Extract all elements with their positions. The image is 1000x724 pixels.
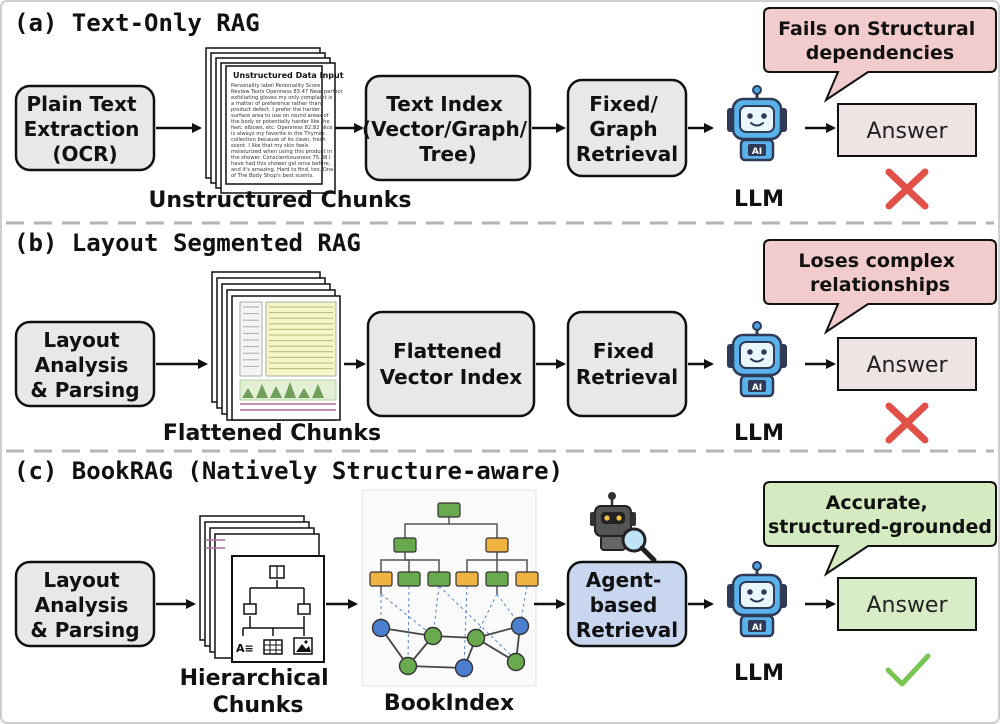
flattened-document-stack [211, 271, 341, 421]
document-text-line: and it's amazing. Hard to find, too. One [231, 167, 333, 173]
document-text-line: a matter of preference rather than [231, 101, 321, 107]
tree-node [397, 571, 421, 587]
flattened-vector-index-label: Flattened Vector Index [380, 339, 522, 389]
flattened-chunks-label: Flattened Chunks [163, 421, 381, 446]
svg-text:AI: AI [752, 623, 762, 633]
failure-speech-bubble [763, 7, 997, 103]
graph-node [423, 626, 443, 646]
document-title: Unstructured Data Input [233, 71, 344, 80]
graph-node [398, 656, 418, 676]
cross-icon [885, 168, 929, 210]
document-text-lines: Personality label Personality ScoreRevie… [231, 83, 342, 179]
document-text-line: product defect. I prefer the harder [231, 107, 321, 113]
hierarchical-document-stack: A≡ [199, 515, 325, 663]
svg-text:AI: AI [752, 147, 762, 157]
document-text-line: scent. I like that my skin feels [231, 143, 309, 149]
document-text-line: have had this shower gel once before, [231, 161, 331, 167]
section-c-title: (c) BookRAG (Natively Structure-aware) [14, 457, 563, 485]
document-text-line: exfoliating gloves my only complaint is [231, 95, 333, 101]
section-b: (b) Layout Segmented RAG Layout Analysis… [14, 229, 997, 446]
tree-node [515, 571, 539, 587]
document-text-line: moisturized when using this product in [231, 149, 332, 155]
graph-node [506, 652, 526, 672]
text-extraction-box [14, 84, 156, 172]
graph-node [510, 616, 530, 636]
tree-node [437, 502, 461, 518]
document-text-line: the body or potentially harder like the [231, 119, 330, 125]
tree-node [427, 571, 451, 587]
graph-node [466, 628, 486, 648]
success-speech-bubble [763, 481, 997, 577]
llm-robot-icon: AI [725, 320, 789, 398]
hierarchical-chunks-label: Hierarchical Chunks [180, 666, 337, 718]
agent-based-retrieval-label: Agent- based Retrieval [576, 568, 678, 642]
llm-robot-icon: AI [725, 84, 789, 162]
hierarchy-tree-icon: A≡ [236, 565, 313, 655]
answer-box [837, 337, 977, 391]
llm-label: LLM [734, 187, 784, 212]
tree-node [369, 571, 393, 587]
section-a: (a) Text-Only RAG Plain Text Extraction … [14, 7, 997, 213]
document-text-line: Review Texts Openness 83.47 Near perfect [231, 89, 342, 95]
answer-label: Answer [866, 353, 948, 378]
answer-label: Answer [866, 119, 948, 144]
section-a-title: (a) Text-Only RAG [14, 9, 260, 37]
layout-analysis-box-b [14, 320, 156, 408]
tree-node [455, 571, 479, 587]
fixed-retrieval-label: Fixed Retrieval [576, 339, 678, 389]
llm-label: LLM [734, 421, 784, 446]
document-text-line: of The Body Shop's best scents. [231, 173, 314, 179]
agent-robot-icon [590, 492, 636, 551]
layout-analysis-label-b: Layout Analysis & Parsing [30, 328, 139, 402]
success-bubble-text: Accurate, structured-grounded [768, 492, 992, 538]
layout-analysis-box-c [14, 560, 156, 648]
book-index-graph [361, 489, 539, 687]
answer-box-success [837, 577, 977, 631]
unstructured-document-stack: Unstructured Data Input Personality labe… [205, 47, 344, 194]
check-icon [885, 653, 931, 687]
fixed-graph-retrieval-label: Fixed/ Graph Retrieval [576, 92, 678, 166]
svg-text:A≡: A≡ [236, 642, 254, 655]
answer-label: Answer [866, 593, 948, 618]
text-index-box [364, 74, 532, 182]
failure-bubble-text: Fails on Structural dependencies [778, 18, 982, 64]
document-text-line: the shower. Conscientiousness 75.38 I [231, 155, 331, 161]
graph-node [454, 658, 474, 678]
document-text-line: is always my favorite in the Thymes [231, 131, 325, 137]
llm-robot-icon: AI [725, 560, 789, 638]
document-text-line: collection because of its clean, fresh [231, 137, 326, 143]
tree-node [393, 537, 417, 553]
book-index-label: BookIndex [384, 691, 514, 716]
document-text-line: surface area to use on round areas of [231, 113, 329, 119]
document-text-line: feet, elbows, etc. Openness 82.82 Nice [231, 125, 333, 131]
flattened-vector-index-box [366, 310, 536, 418]
magnifier-icon [621, 527, 657, 563]
failure-bubble-text: Loses complex relationships [798, 250, 961, 296]
section-c: (c) BookRAG (Natively Structure-aware) L… [14, 457, 997, 718]
unstructured-chunks-label: Unstructured Chunks [149, 188, 412, 213]
document-text-line: Personality label Personality Score [231, 83, 320, 89]
text-extraction-box-label: Plain Text Extraction (OCR) [24, 92, 147, 166]
section-b-title: (b) Layout Segmented RAG [14, 229, 361, 257]
failure-speech-bubble [763, 239, 997, 335]
graph-node [371, 618, 391, 638]
cross-icon [885, 402, 929, 444]
fixed-graph-retrieval-box [566, 78, 688, 178]
layout-analysis-label-c: Layout Analysis & Parsing [30, 568, 139, 642]
agent-based-retrieval-box [566, 560, 688, 648]
tree-node [485, 571, 509, 587]
svg-text:AI: AI [752, 383, 762, 393]
llm-label: LLM [734, 661, 784, 686]
tree-node [485, 537, 509, 553]
answer-box [837, 103, 977, 157]
text-index-box-label: Text Index (Vector/Graph/ Tree) [362, 92, 534, 166]
fixed-retrieval-box [566, 310, 688, 418]
